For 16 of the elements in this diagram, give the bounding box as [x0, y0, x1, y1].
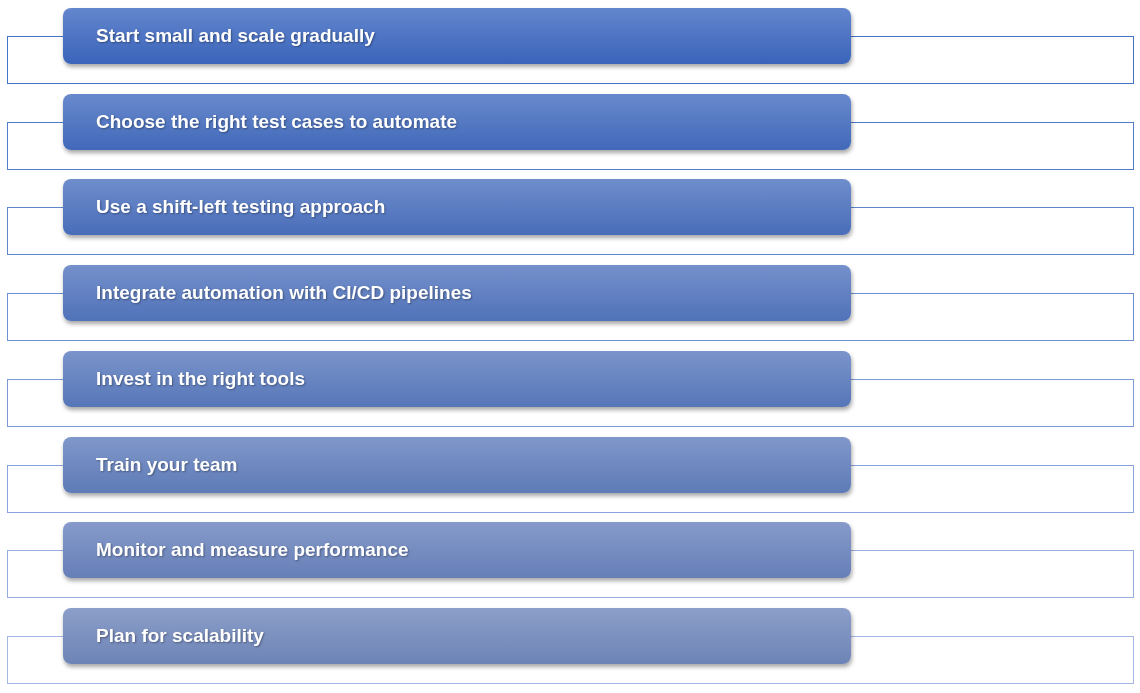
list-bar — [63, 93, 851, 150]
list-bar — [63, 522, 851, 579]
item-text: Monitor and measure performance — [96, 539, 409, 562]
item-text: Train your team — [96, 453, 238, 476]
item-text: Start small and scale gradually — [96, 25, 375, 47]
item-text: Use a shift-left testing approach — [96, 196, 386, 219]
list-bar — [63, 436, 851, 493]
item-text: Invest in the right tools — [96, 367, 305, 390]
list-bar — [63, 607, 851, 664]
list-bar — [63, 179, 851, 236]
list-bar — [63, 350, 851, 407]
item-text: Choose the right test cases to automate — [96, 110, 458, 133]
item-text: Plan for scalability — [96, 624, 264, 647]
list-bar — [63, 8, 851, 64]
list-bar — [63, 265, 851, 322]
item-text: Integrate automation with CI/CD pipelines — [96, 282, 472, 305]
